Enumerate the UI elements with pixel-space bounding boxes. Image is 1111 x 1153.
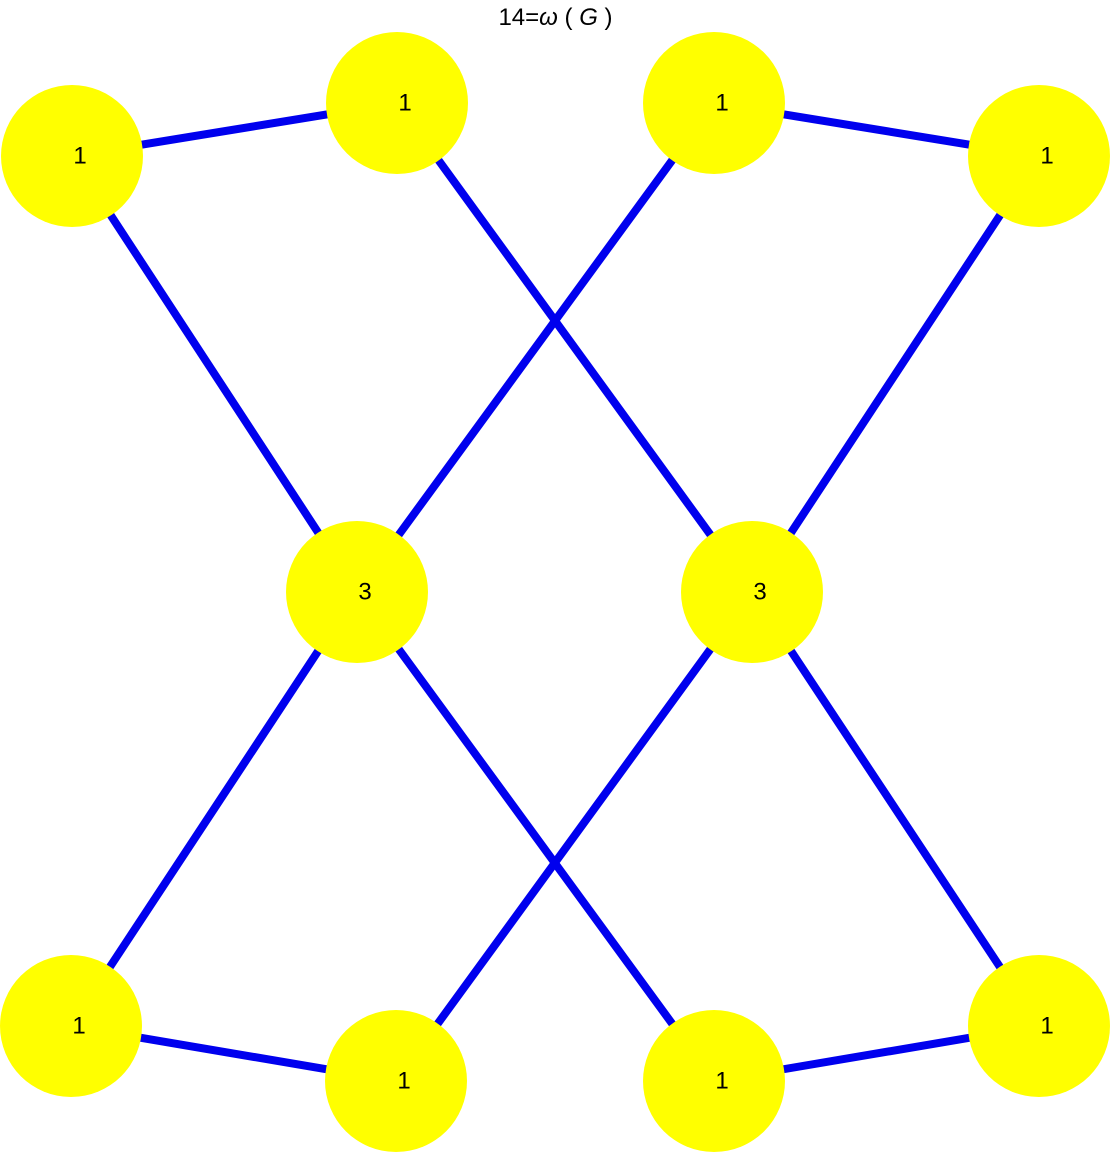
title-omega-symbol: ω xyxy=(539,4,558,31)
graph-node-n10: 1 xyxy=(968,955,1110,1097)
graph-node-circle xyxy=(0,955,142,1097)
graph-node-n9: 1 xyxy=(643,1010,785,1152)
graph-node-label: 1 xyxy=(1040,143,1053,170)
graph-node-circle xyxy=(968,85,1110,227)
graph-edge-n3-n5 xyxy=(353,100,718,595)
graph-node-label: 1 xyxy=(398,90,411,117)
graph-node-circle xyxy=(643,32,785,174)
graph-edge-n6-n10 xyxy=(748,589,1043,1029)
graph-node-label: 1 xyxy=(73,143,86,170)
graph-node-label: 1 xyxy=(715,90,728,117)
graph-node-label: 3 xyxy=(753,579,766,606)
graph-node-label: 3 xyxy=(358,579,371,606)
title-open-paren: ( xyxy=(557,4,580,31)
graph-node-circle xyxy=(1,85,143,227)
graph-edge-n6-n8 xyxy=(392,589,756,1084)
graph-node-n8: 1 xyxy=(325,1010,467,1152)
graph-node-n2: 1 xyxy=(326,32,468,174)
graph-node-n1: 1 xyxy=(1,85,143,227)
graph-node-label: 1 xyxy=(1040,1013,1053,1040)
graph-node-label: 1 xyxy=(72,1013,85,1040)
graph-node-circle xyxy=(325,1010,467,1152)
nodes-layer: 1 1 1 1 3 3 1 1 1 1 xyxy=(0,32,1110,1152)
graph-node-n7: 1 xyxy=(0,955,142,1097)
graph-node-n4: 1 xyxy=(968,85,1110,227)
graph-node-n5: 3 xyxy=(286,521,428,663)
graph-edge-n1-n5 xyxy=(68,153,361,595)
edges-layer xyxy=(67,99,1043,1085)
graph-title: 14=ω ( G ) xyxy=(0,4,1111,32)
graph-node-circle xyxy=(643,1010,785,1152)
graph-edge-n5-n9 xyxy=(353,589,718,1084)
graph-node-circle xyxy=(286,521,428,663)
graph-node-circle xyxy=(968,955,1110,1097)
graph-node-label: 1 xyxy=(397,1068,410,1095)
graph-node-circle xyxy=(681,521,823,663)
graph-node-n3: 1 xyxy=(643,32,785,174)
graph-edge-n5-n7 xyxy=(67,589,361,1029)
graph-edge-n2-n6 xyxy=(393,100,756,595)
title-close-paren: ) xyxy=(597,4,613,31)
graph-node-n6: 3 xyxy=(681,521,823,663)
title-graph-variable: G xyxy=(579,4,598,31)
graph-node-label: 1 xyxy=(715,1068,728,1095)
title-value-prefix: 14= xyxy=(498,4,540,31)
graph-edge-n4-n6 xyxy=(748,153,1043,595)
graph-node-circle xyxy=(326,32,468,174)
